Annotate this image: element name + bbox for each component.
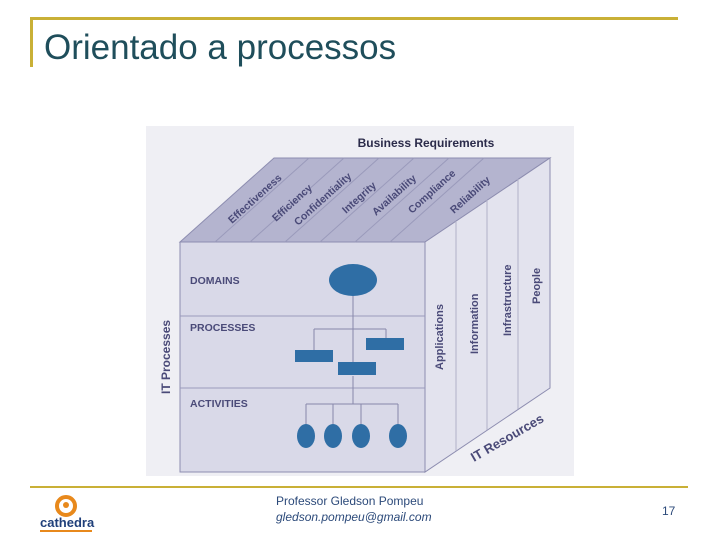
resource-label: People xyxy=(531,268,543,304)
cathedra-logo: cathedra xyxy=(40,495,95,532)
resource-label: Applications xyxy=(434,304,446,370)
logo-ring xyxy=(55,495,77,517)
resource-label: Information xyxy=(469,293,481,354)
activity-ellipse xyxy=(297,424,315,448)
activity-ellipse xyxy=(389,424,407,448)
process-box xyxy=(366,338,404,350)
logo-underline xyxy=(40,530,92,532)
logo-text: cathedra xyxy=(40,515,95,530)
process-box xyxy=(338,362,376,375)
title-frame-top xyxy=(30,17,678,20)
domain-ellipse xyxy=(329,264,377,296)
row-label-domains: DOMAINS xyxy=(190,275,240,287)
logo-dot xyxy=(63,502,69,508)
front-face-separators xyxy=(180,315,425,389)
activity-ellipse xyxy=(324,424,342,448)
page-number: 17 xyxy=(662,504,676,518)
it-processes-label: IT Processes xyxy=(159,320,173,394)
footer-divider xyxy=(30,486,688,488)
resource-labels: Applications Information Infrastructure … xyxy=(434,264,543,370)
resource-label: Infrastructure xyxy=(502,264,514,336)
footer-email: gledson.pompeu@gmail.com xyxy=(276,510,432,524)
top-face-grid xyxy=(214,157,485,243)
slide-title: Orientado a processos xyxy=(44,28,397,67)
process-box xyxy=(295,350,333,362)
row-label-processes: PROCESSES xyxy=(190,322,255,334)
hierarchy-connectors xyxy=(305,296,399,426)
side-face-grid xyxy=(455,179,519,451)
footer-professor-name: Professor Gledson Pompeu xyxy=(276,494,424,508)
title-frame-left xyxy=(30,17,33,67)
row-label-activities: ACTIVITIES xyxy=(190,398,248,410)
business-requirements-label: Business Requirements xyxy=(358,136,495,150)
cobit-cube-diagram: Business Requirements Effectiveness Effi… xyxy=(146,126,574,476)
activity-ellipse xyxy=(352,424,370,448)
